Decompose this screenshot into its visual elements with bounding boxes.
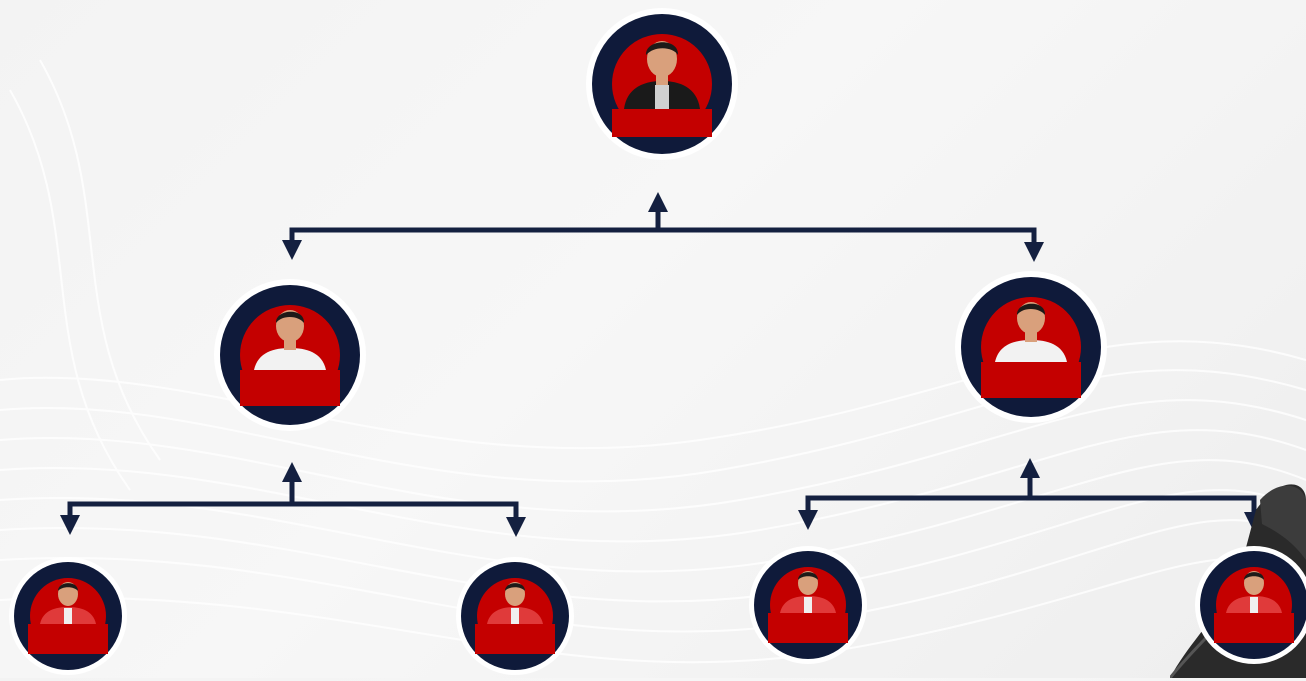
avatar-icon <box>456 557 574 675</box>
avatar-icon <box>586 8 738 160</box>
node-root[interactable] <box>585 7 739 166</box>
avatar-icon <box>9 557 127 675</box>
node-right-leaf-2[interactable] <box>1194 545 1306 670</box>
avatar-icon <box>749 546 867 664</box>
connector-root-children <box>289 227 1037 253</box>
avatar-icon <box>955 271 1107 423</box>
node-left-leaf-2[interactable] <box>455 556 575 681</box>
node-left-leaf-1[interactable] <box>8 556 128 681</box>
node-right-leaf-1[interactable] <box>748 545 868 670</box>
avatar-icon <box>1195 546 1306 664</box>
node-right-mid[interactable] <box>954 270 1108 429</box>
avatar-icon <box>214 279 366 431</box>
node-left-mid[interactable] <box>213 278 367 437</box>
